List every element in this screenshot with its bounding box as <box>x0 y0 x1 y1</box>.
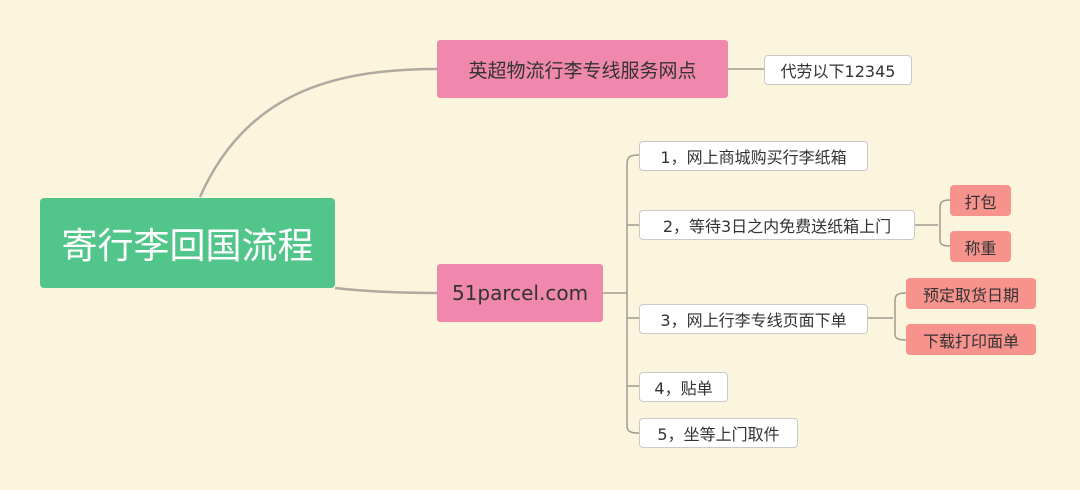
leaf-node-delegate[interactable]: 代劳以下12345 <box>764 55 912 85</box>
bracket-branch2 <box>626 154 640 434</box>
leaf-node-step-2[interactable]: 2，等待3日之内免费送纸箱上门 <box>639 210 915 240</box>
sub-node-pack[interactable]: 打包 <box>950 185 1011 216</box>
leaf-node-step-5[interactable]: 5，坐等上门取件 <box>639 418 798 448</box>
branch-node-website[interactable]: 51parcel.com <box>437 264 603 322</box>
link-step3-subs <box>868 292 907 341</box>
leaf-node-step-4[interactable]: 4，贴单 <box>639 372 728 402</box>
branch-node-service-point[interactable]: 英超物流行李专线服务网点 <box>437 40 728 98</box>
sub-node-print-label[interactable]: 下载打印面单 <box>906 324 1036 355</box>
sub-node-weigh[interactable]: 称重 <box>950 231 1011 262</box>
link-root-branch2 <box>334 286 438 295</box>
link-root-branch1 <box>198 67 438 198</box>
root-node[interactable]: 寄行李回国流程 <box>40 198 335 288</box>
leaf-node-step-1[interactable]: 1，网上商城购买行李纸箱 <box>639 141 868 171</box>
link-step2-subs <box>915 199 951 247</box>
sub-node-book-pickup-date[interactable]: 预定取货日期 <box>906 278 1036 309</box>
leaf-node-step-3[interactable]: 3，网上行李专线页面下单 <box>639 304 868 334</box>
